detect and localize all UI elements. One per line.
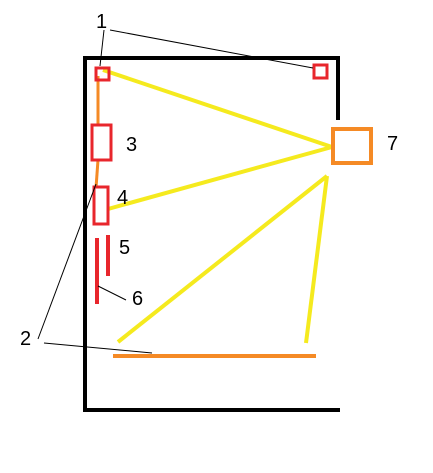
labels: 1 2 3 4 5 6 7 bbox=[20, 11, 398, 350]
label-4: 4 bbox=[117, 187, 128, 209]
leader-1-a bbox=[99, 29, 105, 67]
leader-6 bbox=[97, 285, 127, 301]
frame bbox=[83, 56, 340, 412]
yellow-line-1 bbox=[102, 68, 333, 149]
component-7 bbox=[331, 127, 373, 165]
orange-left-line-lower bbox=[94, 159, 100, 189]
yellow-line-3 bbox=[116, 174, 329, 344]
component-1-left bbox=[94, 66, 111, 82]
label-7: 7 bbox=[387, 133, 398, 155]
component-1-right bbox=[312, 63, 329, 80]
yellow-line-2 bbox=[107, 145, 333, 211]
label-2: 2 bbox=[20, 328, 31, 350]
yellow-line-4 bbox=[304, 175, 329, 344]
leader-2-a bbox=[37, 183, 97, 340]
leader-2-b bbox=[43, 342, 153, 354]
label-3: 3 bbox=[126, 134, 137, 156]
red-components bbox=[90, 63, 329, 304]
component-3 bbox=[90, 123, 113, 162]
yellow-lines bbox=[102, 68, 333, 344]
component-4 bbox=[92, 185, 110, 226]
label-1: 1 bbox=[96, 11, 107, 33]
label-6: 6 bbox=[132, 288, 143, 310]
leader-lines bbox=[37, 29, 314, 354]
leader-1-b bbox=[109, 29, 314, 69]
label-5: 5 bbox=[119, 237, 130, 259]
